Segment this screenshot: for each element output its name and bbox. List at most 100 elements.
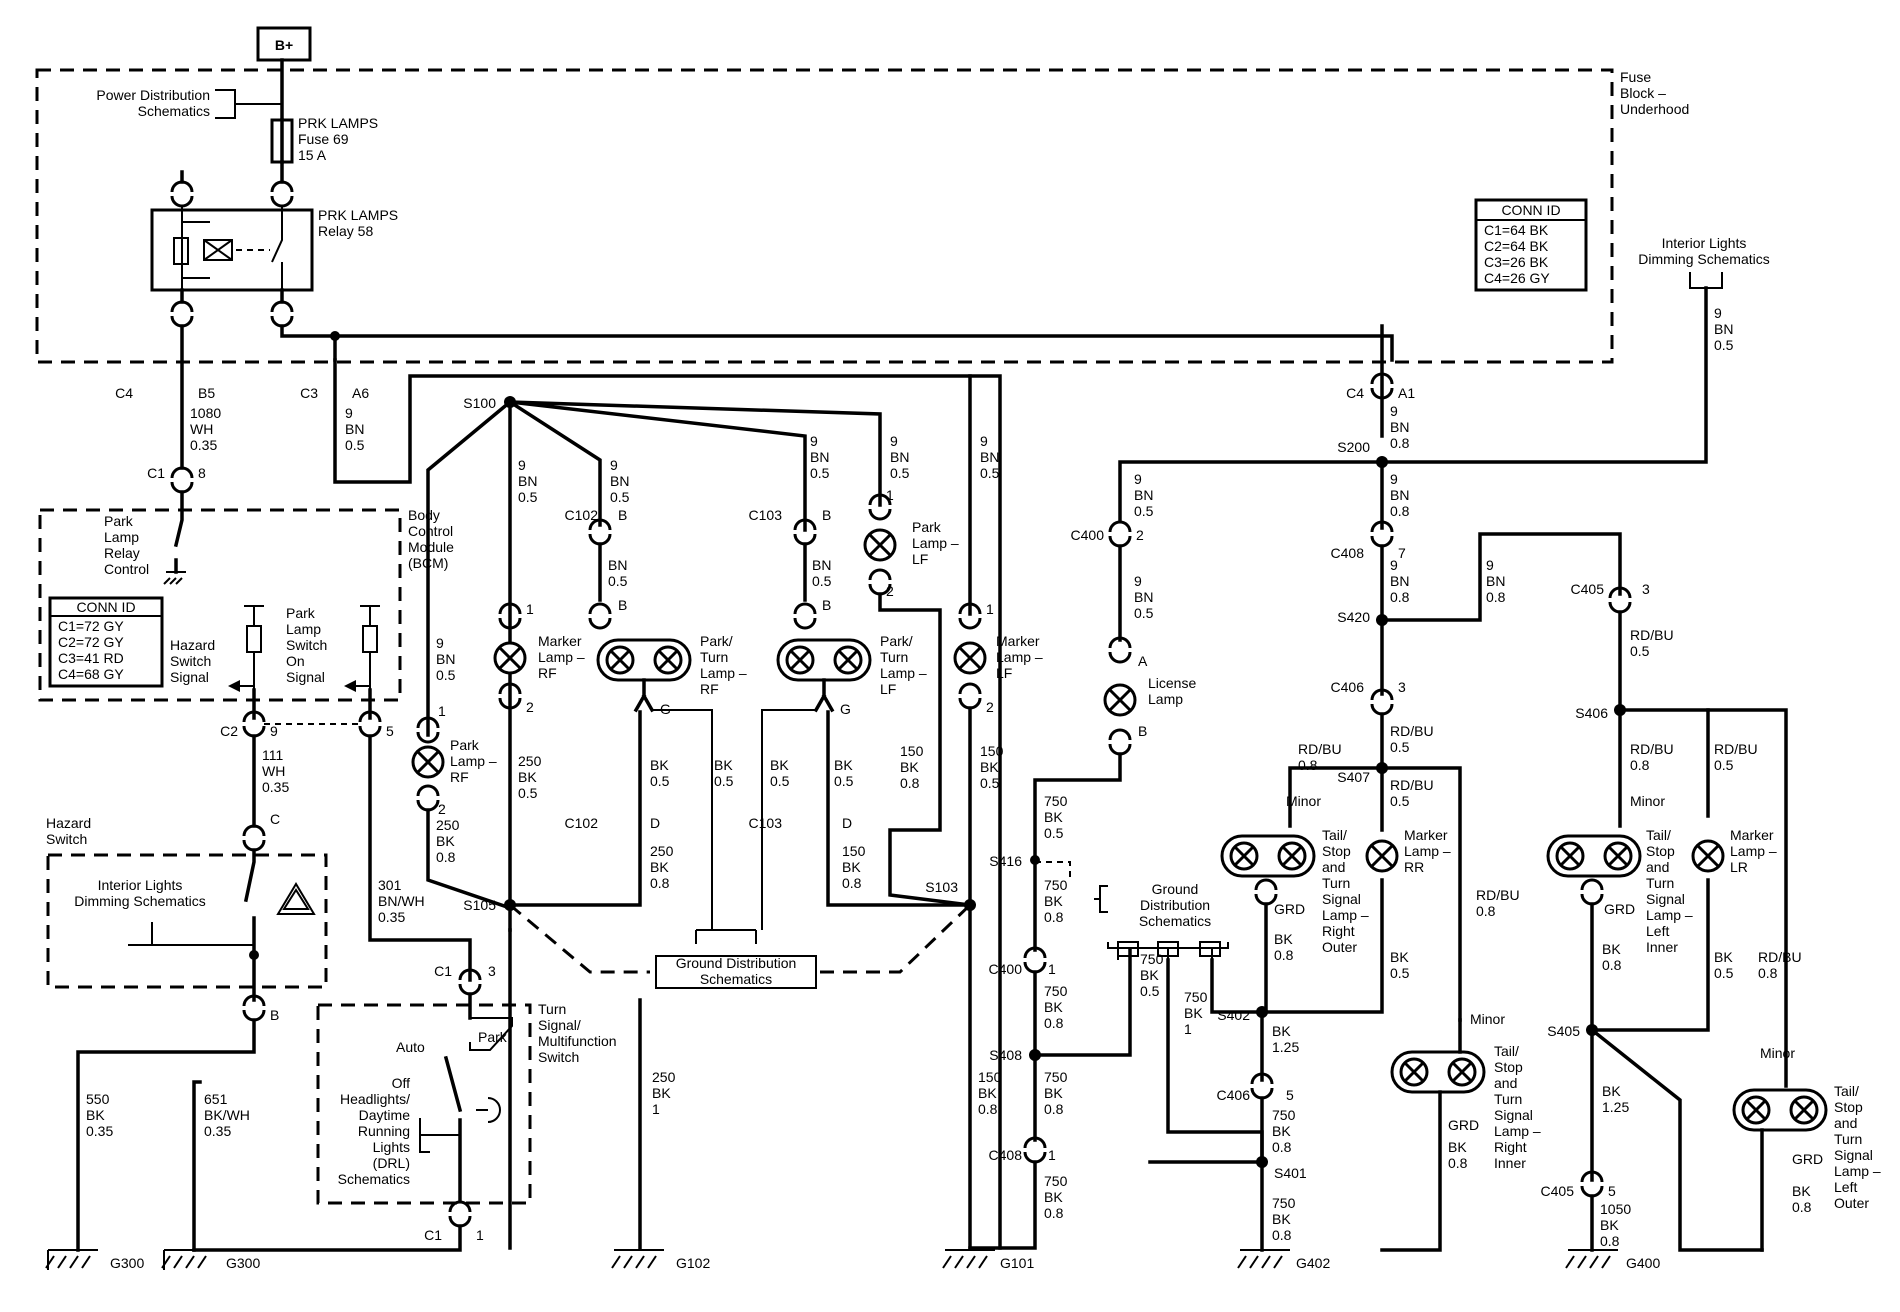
ground-dist-box bbox=[655, 955, 817, 989]
svg-text:Lamp –: Lamp – bbox=[1494, 1123, 1541, 1139]
ground-g300b: G300 bbox=[226, 1255, 260, 1271]
wire-label-b5: B5 bbox=[198, 385, 215, 401]
wire-label-w150d: 150 bbox=[978, 1069, 1002, 1085]
wire-label-wbk10: BK bbox=[1714, 949, 1733, 965]
svg-text:Lamp –: Lamp – bbox=[538, 649, 585, 665]
wire bbox=[1589, 878, 1764, 1252]
ground-g300b-icon bbox=[161, 1249, 214, 1270]
svg-text:Switch: Switch bbox=[46, 831, 87, 847]
wire-label-s103: S103 bbox=[925, 879, 958, 895]
wire-label-wa1: 9 bbox=[1390, 403, 1398, 419]
wire-label-w750e: 0.8 bbox=[1044, 1205, 1064, 1221]
svg-text:and: and bbox=[1322, 859, 1345, 875]
hazard-switch-wire bbox=[243, 848, 256, 1002]
wire-label-wrd1: RD/BU bbox=[1390, 723, 1434, 739]
marker-lf-label: Marker Lamp – LF bbox=[996, 633, 1043, 681]
svg-text:RF: RF bbox=[700, 681, 719, 697]
ground-g400-icon bbox=[1565, 1249, 1618, 1269]
svg-text:Left: Left bbox=[1646, 923, 1669, 939]
connector-icon bbox=[498, 682, 522, 710]
svg-text:Hazard: Hazard bbox=[170, 637, 215, 653]
wire-label-w150c: 0.8 bbox=[842, 875, 862, 891]
wire bbox=[192, 1224, 462, 1252]
wire-label-ga: G bbox=[660, 701, 671, 717]
wire-label-w750d: BK bbox=[1044, 1085, 1063, 1101]
svg-text:Running: Running bbox=[358, 1123, 410, 1139]
wire-label-p3c: 3 bbox=[1642, 581, 1650, 597]
wire-label-w750a: BK bbox=[1044, 809, 1063, 825]
ground-g102: G102 bbox=[676, 1255, 710, 1271]
wire-label-c102b: C102 bbox=[565, 815, 599, 831]
svg-text:Tail/: Tail/ bbox=[1646, 827, 1671, 843]
wire-label-w111: WH bbox=[262, 763, 285, 779]
wire-label-p1f: 1 bbox=[1048, 961, 1056, 977]
wire-label-w750a: 750 bbox=[1044, 793, 1068, 809]
wire bbox=[1380, 286, 1708, 464]
wire-label-w9d: 9 bbox=[1486, 557, 1494, 573]
ground-dist-c-bracket bbox=[1107, 942, 1229, 960]
wire-label-w1050: 1050 bbox=[1600, 1201, 1631, 1217]
wire-label-db: D bbox=[842, 815, 852, 831]
wire-label-w750h: BK bbox=[1272, 1123, 1291, 1139]
ground-g101: G101 bbox=[1000, 1255, 1034, 1271]
wire-label-w651: BK/WH bbox=[204, 1107, 250, 1123]
wire-label-gb: G bbox=[840, 701, 851, 717]
connector-icon bbox=[1108, 520, 1132, 548]
wire-label-w1050: BK bbox=[1600, 1217, 1619, 1233]
svg-text:LR: LR bbox=[1730, 859, 1748, 875]
svg-text:RF: RF bbox=[538, 665, 557, 681]
svg-text:Outer: Outer bbox=[1834, 1195, 1869, 1211]
wire-label-al: A bbox=[1138, 653, 1148, 669]
wire-label-wl2: BN bbox=[610, 473, 629, 489]
wire-label-p5b: 5 bbox=[1286, 1087, 1294, 1103]
wire-label-bd: B bbox=[822, 597, 831, 613]
splice-dot bbox=[249, 950, 259, 960]
wire-label-wbk8: BK bbox=[1448, 1139, 1467, 1155]
wire-label-p2b: 2 bbox=[526, 699, 534, 715]
wire bbox=[252, 688, 372, 720]
wire-label-w150a: 150 bbox=[900, 743, 924, 759]
wire-label-w750f: 750 bbox=[1140, 951, 1164, 967]
svg-text:Lamp: Lamp bbox=[104, 529, 139, 545]
svg-text:C4=68 GY: C4=68 GY bbox=[58, 666, 124, 682]
wire-label-wl1: 0.5 bbox=[518, 489, 538, 505]
park-relay-control-label: Park Lamp Relay Control bbox=[104, 513, 149, 577]
wire bbox=[426, 808, 513, 911]
svg-text:Stop: Stop bbox=[1322, 843, 1351, 859]
wire-label-w250c: 250 bbox=[650, 843, 674, 859]
wire bbox=[761, 709, 816, 930]
svg-text:Park/: Park/ bbox=[880, 633, 913, 649]
wire-label-wbk6: 0.5 bbox=[1390, 965, 1410, 981]
wire-label-w750a: 0.5 bbox=[1044, 825, 1064, 841]
park-switch-signal-label: Park Lamp Switch On Signal bbox=[286, 605, 327, 685]
svg-text:Schematics: Schematics bbox=[1139, 913, 1211, 929]
wire-label-wbk8: 0.8 bbox=[1448, 1155, 1468, 1171]
connector-icon bbox=[958, 682, 982, 710]
wire-label-w1080: 0.35 bbox=[190, 437, 217, 453]
svg-text:C4=26 GY: C4=26 GY bbox=[1484, 270, 1550, 286]
wire-label-wbn1: BN bbox=[608, 557, 627, 573]
wire-label-wl4: 0.5 bbox=[890, 465, 910, 481]
wire-label-wlic: BN bbox=[1134, 589, 1153, 605]
ground-tabs bbox=[1117, 941, 1221, 957]
marker-rr-label: Marker Lamp – RR bbox=[1404, 827, 1451, 875]
connector-icon bbox=[416, 784, 440, 812]
wire-label-w150c: BK bbox=[842, 859, 861, 875]
wire-label-wl5: BN bbox=[980, 449, 999, 465]
connector-icon bbox=[170, 180, 194, 208]
svg-text:Park/: Park/ bbox=[700, 633, 733, 649]
wire-label-c4a: C4 bbox=[115, 385, 133, 401]
wire-label-w651: 651 bbox=[204, 1091, 228, 1107]
wire-label-wl6: 9 bbox=[1134, 471, 1142, 487]
svg-text:Lamp –: Lamp – bbox=[1646, 907, 1693, 923]
wire-label-p1c: 1 bbox=[986, 601, 994, 617]
wire bbox=[1033, 948, 1132, 1057]
wire-label-wint: 0.5 bbox=[1714, 337, 1734, 353]
wire-label-w750i: 750 bbox=[1272, 1195, 1296, 1211]
wire-label-w9d: 0.8 bbox=[1486, 589, 1506, 605]
wire-label-w750i: 0.8 bbox=[1272, 1227, 1292, 1243]
wire-label-wlic: 0.5 bbox=[1134, 605, 1154, 621]
wire-label-wl5: 9 bbox=[980, 433, 988, 449]
ground-symbol bbox=[163, 571, 186, 585]
wire-label-wa6: 0.5 bbox=[345, 437, 365, 453]
